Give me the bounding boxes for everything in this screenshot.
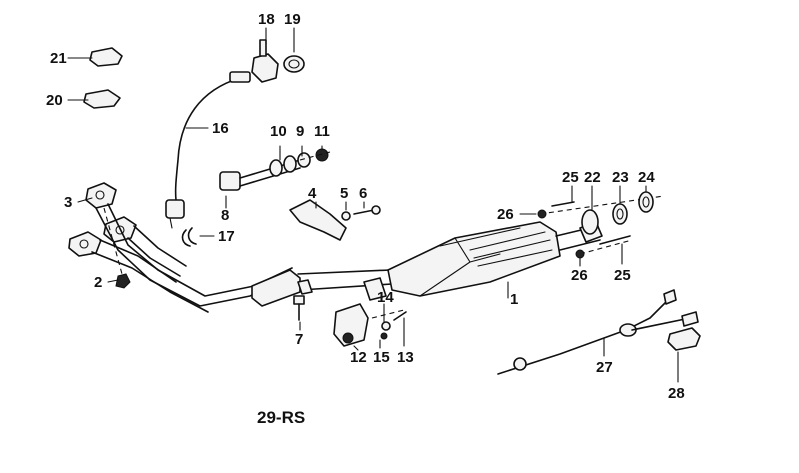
callout-2: 2: [94, 274, 102, 291]
callout-14: 14: [377, 289, 394, 306]
mounting-bolt-set: [219, 148, 331, 191]
callout-18: 18: [258, 11, 275, 28]
callout-8: 8: [221, 207, 229, 224]
callout-26-upper: 26: [497, 206, 514, 223]
callout-11: 11: [314, 123, 330, 140]
callout-25-upper: 25: [562, 169, 579, 186]
hanger-bracket: [289, 199, 381, 241]
callout-23: 23: [612, 169, 629, 186]
callout-5: 5: [340, 185, 348, 202]
callout-12: 12: [350, 349, 367, 366]
callout-4: 4: [308, 185, 317, 202]
callout-9: 9: [296, 123, 304, 140]
flange-nut: [103, 207, 131, 289]
callout-16: 16: [212, 120, 229, 137]
pipe-clamp: [181, 227, 197, 247]
callout-15: 15: [373, 349, 390, 366]
cable-assembly: [497, 289, 699, 375]
callout-20: 20: [46, 92, 63, 109]
callout-28: 28: [668, 385, 685, 402]
callout-22: 22: [584, 169, 601, 186]
callout-19: 19: [284, 11, 301, 28]
rubber-mount: [333, 277, 407, 347]
callout-1: 1: [510, 291, 518, 308]
front-pipe-assembly: [68, 182, 393, 313]
callout-3: 3: [64, 194, 72, 211]
callout-10: 10: [270, 123, 287, 140]
diagram-caption: 29-RS: [257, 408, 305, 427]
callout-25-lower: 25: [614, 267, 631, 284]
main-muffler: [387, 221, 603, 297]
callout-24: 24: [638, 169, 655, 186]
leader-lines: [67, 27, 679, 383]
sensor-clips: [83, 47, 123, 109]
oxygen-sensor: [165, 71, 251, 229]
callout-26-lower: 26: [571, 267, 588, 284]
callout-labels: 1 2 3 4 5 6 7 8 9 10 11 12 13 14 15 16 1…: [46, 11, 685, 402]
cable-holder: [667, 327, 701, 351]
callout-27: 27: [596, 359, 613, 376]
callout-17: 17: [218, 228, 235, 245]
callout-13: 13: [397, 349, 414, 366]
callout-7: 7: [295, 331, 303, 348]
bracket-bolt: [293, 279, 313, 321]
callout-21: 21: [50, 50, 67, 67]
callout-6: 6: [359, 185, 367, 202]
sensor-clamp: [251, 39, 305, 83]
